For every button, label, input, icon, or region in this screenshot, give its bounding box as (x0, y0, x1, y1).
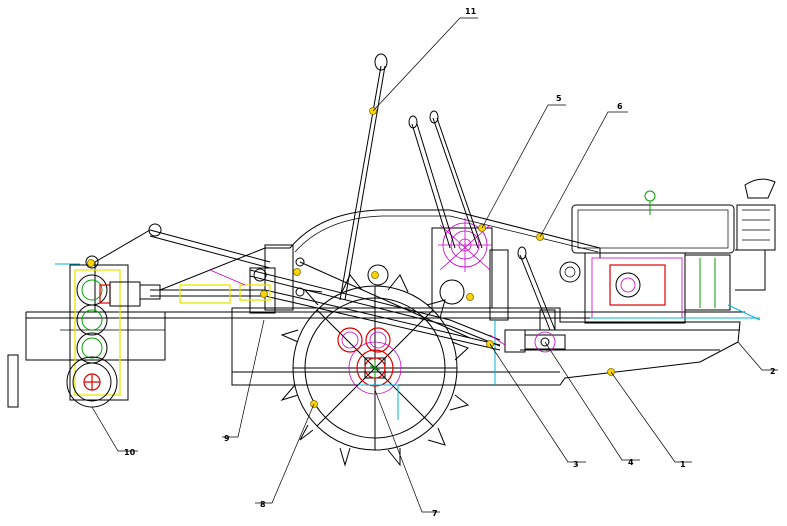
upper-cover (94, 209, 601, 312)
marker-a (466, 293, 474, 301)
marker-c (260, 290, 268, 298)
callout-8: 8 (260, 500, 266, 509)
linkage-rods (139, 223, 501, 351)
callout-6: 6 (617, 102, 623, 111)
callout-4: 4 (628, 458, 634, 467)
engine (559, 178, 776, 324)
drive-gears (337, 264, 402, 420)
callout-10: 10 (124, 448, 136, 457)
marker-b (293, 268, 301, 276)
marker-f (87, 259, 95, 267)
marker-d (371, 271, 379, 279)
callout-3: 3 (573, 460, 579, 469)
callout-9: 9 (224, 434, 230, 443)
callout-2: 2 (770, 367, 776, 376)
gearbox (431, 218, 509, 385)
left-gear-train (55, 255, 141, 408)
leader-lines (91, 17, 778, 513)
callout-5: 5 (556, 94, 562, 103)
callout-1: 1 (680, 460, 686, 469)
callout-labels: 11 5 6 2 1 4 3 7 8 9 10 (124, 7, 776, 518)
control-levers (339, 53, 556, 331)
reference-markers (87, 107, 615, 408)
callout-7: 7 (432, 509, 438, 518)
drive-shaft (489, 309, 566, 353)
paddle-wheel (280, 274, 470, 467)
callout-11: 11 (465, 7, 477, 16)
